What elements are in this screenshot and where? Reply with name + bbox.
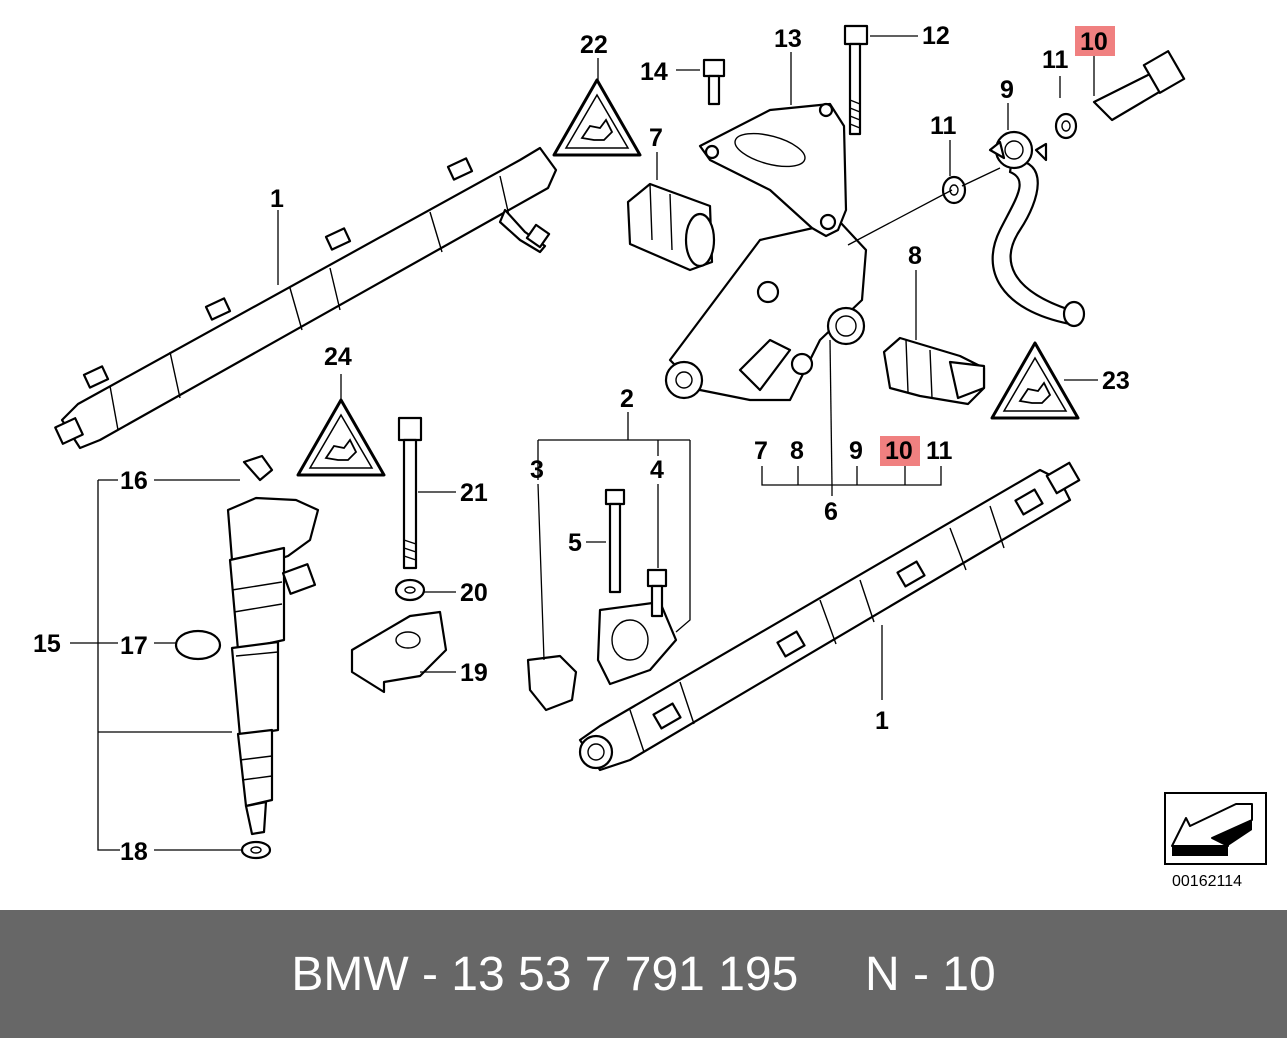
part-number-caption: BMW - 13 53 7 791 195 N - 10 bbox=[291, 947, 996, 1001]
label-10-top-highlight bbox=[1075, 26, 1115, 56]
part-4-screw bbox=[646, 568, 668, 618]
regulator-block bbox=[664, 220, 868, 402]
part-20-washer bbox=[394, 578, 426, 602]
label-11-b: 11 bbox=[930, 112, 957, 140]
leader-lines bbox=[70, 35, 1098, 851]
warning-triangle-24 bbox=[296, 398, 386, 477]
part-7-sleeve bbox=[626, 182, 716, 272]
label-20: 20 bbox=[460, 579, 488, 607]
label-6: 6 bbox=[824, 498, 838, 526]
label-10-group-highlight bbox=[880, 436, 920, 466]
part-14-bolt bbox=[702, 58, 726, 106]
label-3: 3 bbox=[530, 456, 544, 484]
image-code: 00162114 bbox=[1172, 873, 1242, 890]
orientation-icon-box bbox=[1164, 792, 1267, 865]
part-9-return-line bbox=[988, 130, 1086, 328]
part-19-clamp bbox=[350, 610, 448, 694]
label-24: 24 bbox=[324, 343, 352, 371]
label-7-top: 7 bbox=[649, 124, 663, 152]
label-18: 18 bbox=[120, 838, 148, 866]
label-14: 14 bbox=[640, 58, 668, 86]
label-11-a: 11 bbox=[1042, 46, 1069, 74]
label-1-top: 1 bbox=[270, 185, 284, 213]
fuel-rail-lower bbox=[578, 461, 1081, 772]
label-7-group: 7 bbox=[754, 437, 768, 465]
part-13-bracket bbox=[698, 102, 848, 238]
label-8-group: 8 bbox=[790, 437, 804, 465]
part-18-seal bbox=[240, 840, 272, 860]
label-9-top: 9 bbox=[1000, 76, 1014, 104]
label-19: 19 bbox=[460, 659, 488, 687]
label-12: 12 bbox=[922, 22, 950, 50]
part-4-bracket bbox=[596, 600, 678, 686]
label-11-group: 11 bbox=[926, 437, 953, 465]
label-16: 16 bbox=[120, 467, 148, 495]
label-1-bottom: 1 bbox=[875, 707, 889, 735]
label-8-top: 8 bbox=[908, 242, 922, 270]
label-13: 13 bbox=[774, 25, 802, 53]
part-21-bolt bbox=[397, 416, 423, 570]
label-23: 23 bbox=[1102, 367, 1130, 395]
warning-triangle-22 bbox=[552, 78, 642, 157]
part-3-clip bbox=[526, 654, 578, 712]
injector bbox=[226, 454, 320, 836]
part-5-screw bbox=[604, 488, 626, 594]
label-21: 21 bbox=[460, 479, 488, 507]
label-15: 15 bbox=[33, 630, 61, 658]
footer-bar: BMW - 13 53 7 791 195 N - 10 bbox=[0, 910, 1287, 1038]
part-12-bolt bbox=[843, 24, 869, 136]
label-9-group: 9 bbox=[849, 437, 863, 465]
label-5: 5 bbox=[568, 529, 582, 557]
label-4: 4 bbox=[650, 456, 664, 484]
part-10-banjo-bolt bbox=[1092, 50, 1186, 122]
label-10-top: 10 bbox=[1080, 28, 1108, 56]
label-10-group: 10 bbox=[885, 437, 913, 465]
label-17: 17 bbox=[120, 632, 148, 660]
part-17-o-ring bbox=[174, 629, 222, 661]
part-11-washers bbox=[941, 112, 1078, 205]
part-8-sensor bbox=[882, 336, 986, 406]
parts-diagram: 1 1 2 3 4 5 6 7 7 8 8 9 9 10 10 11 11 11… bbox=[33, 22, 1267, 890]
label-22: 22 bbox=[580, 31, 608, 59]
callout-labels: 1 1 2 3 4 5 6 7 7 8 8 9 9 10 10 11 11 11… bbox=[33, 22, 1130, 866]
label-2: 2 bbox=[620, 385, 634, 413]
fuel-rail-upper bbox=[54, 146, 558, 450]
warning-triangle-23 bbox=[990, 341, 1080, 420]
